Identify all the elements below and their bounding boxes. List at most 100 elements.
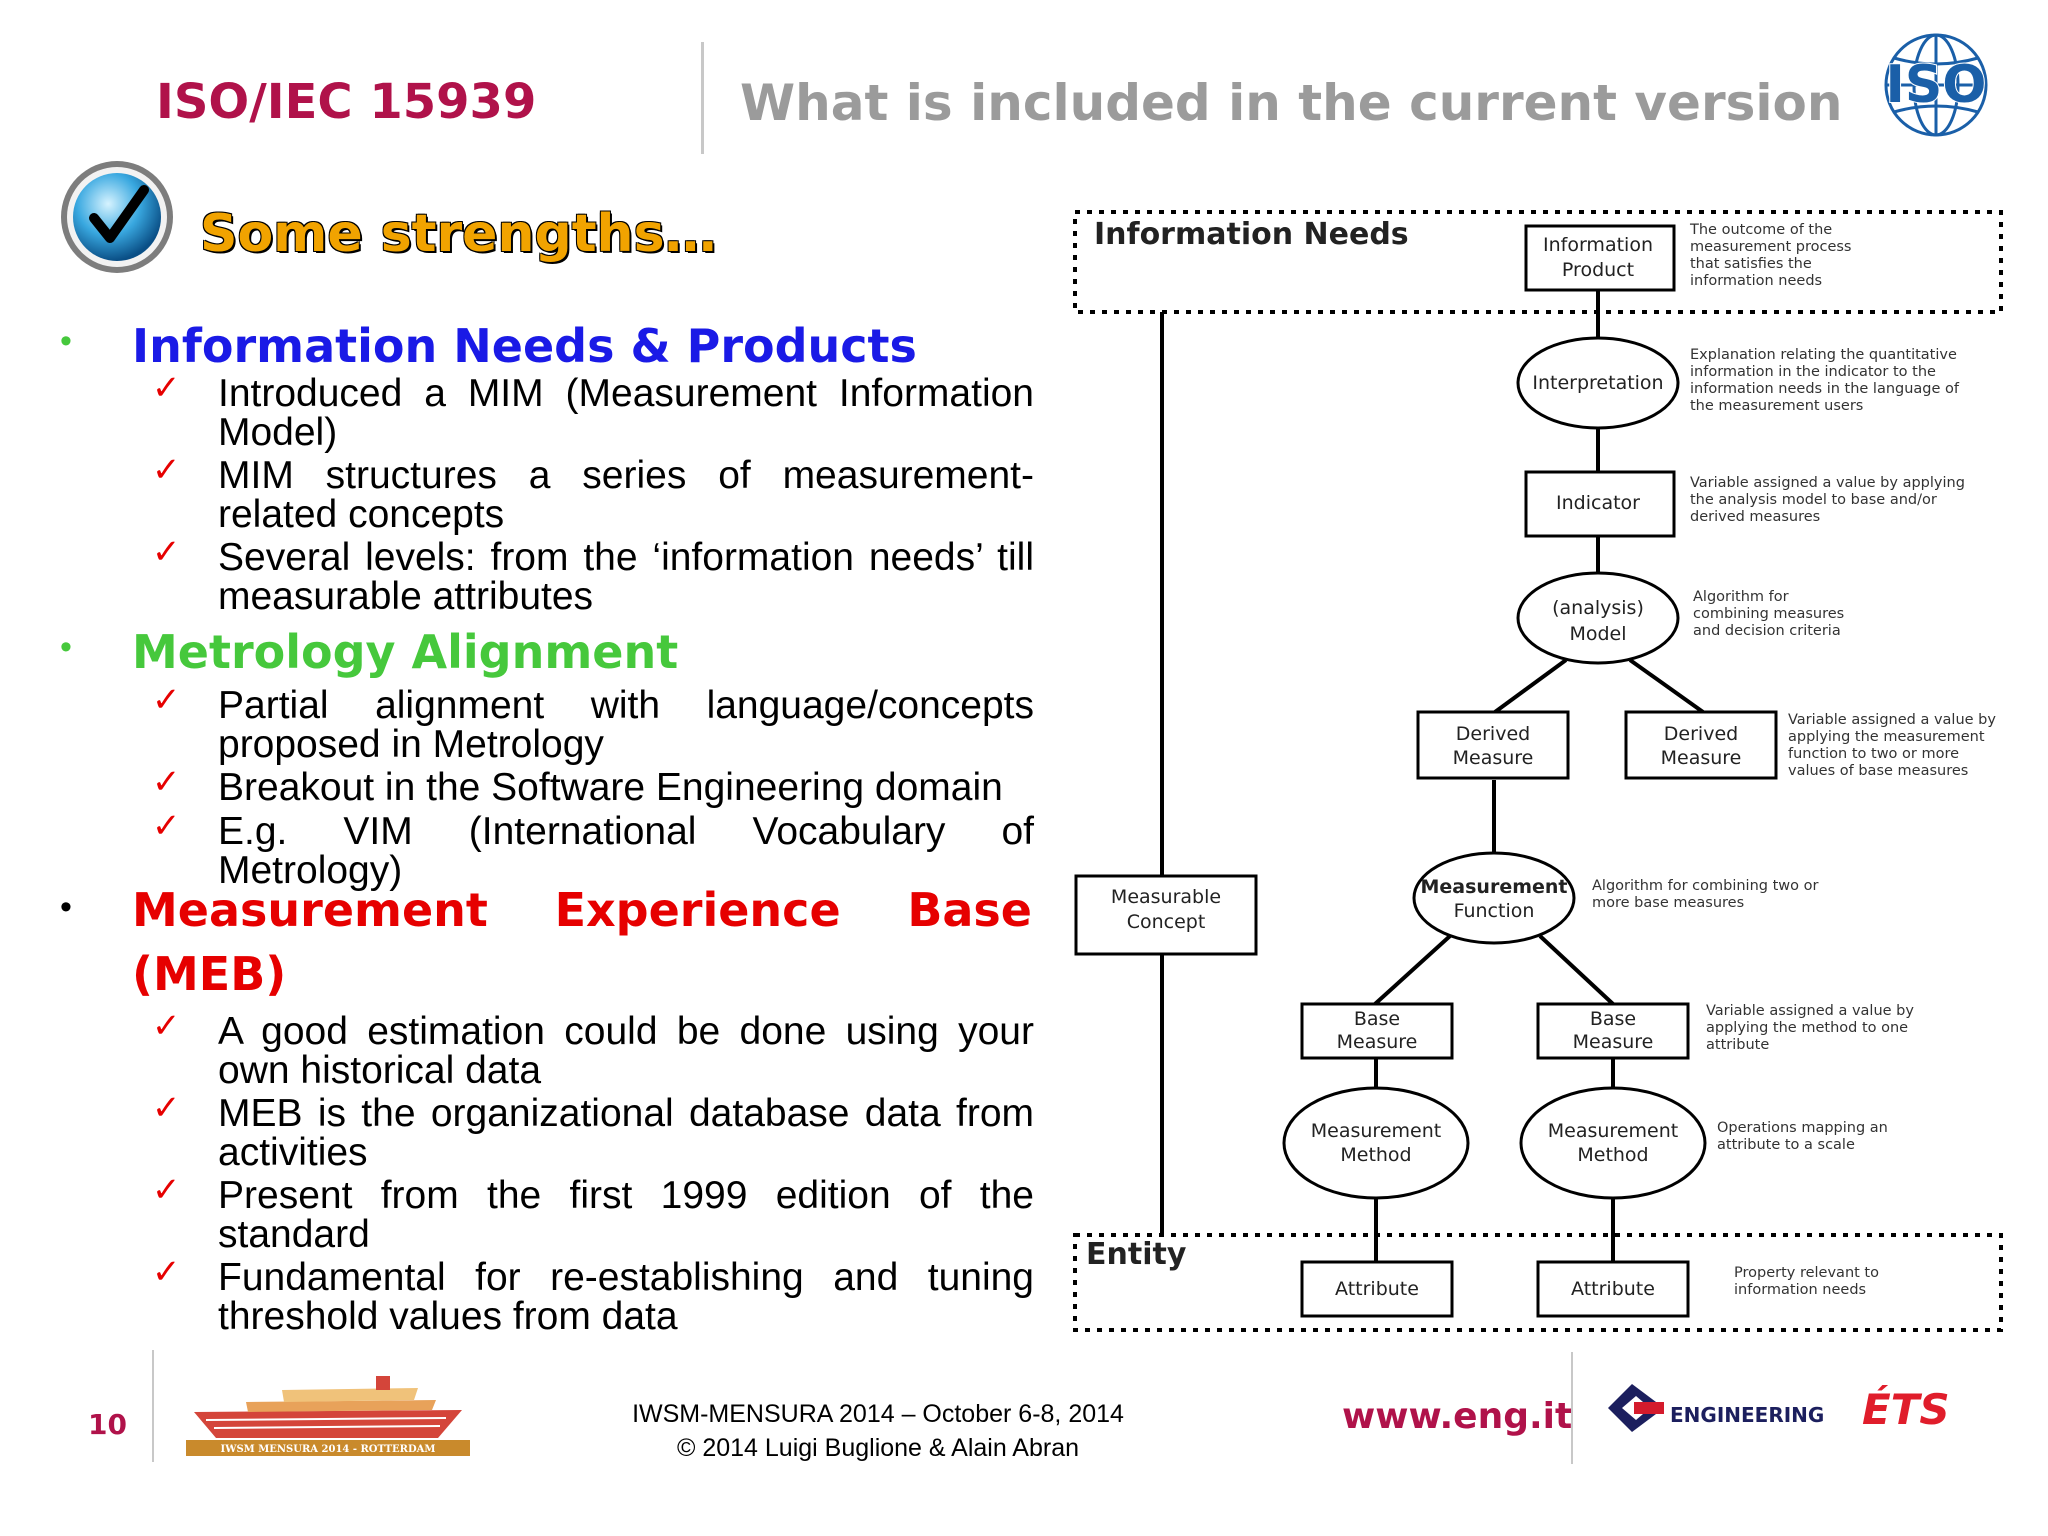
checkmark-icon: ✓ — [152, 1253, 181, 1291]
node-label: (analysis) — [1552, 597, 1644, 619]
indicator-box — [1524, 470, 1676, 538]
website-link[interactable]: www.eng.it — [1342, 1396, 1573, 1437]
base-measure-box — [1300, 1002, 1454, 1060]
list-item: MIM structures a series of measurement-r… — [218, 454, 1034, 536]
bullet-title-word: Base — [907, 883, 1032, 937]
iwsm-mensura-ship-logo: IWSM MENSURA 2014 - ROTTERDAM — [186, 1376, 470, 1456]
attribute-box — [1300, 1260, 1454, 1318]
measurable-concept-box — [1074, 874, 1258, 956]
footer-divider — [152, 1350, 154, 1462]
derived-measure-box — [1624, 710, 1778, 780]
bullet-title-metrology-alignment: Metrology Alignment — [132, 625, 679, 679]
note-line: Explanation relating the quantitative — [1690, 347, 1957, 363]
checkmark-icon: ✓ — [152, 681, 181, 719]
measurement-method-node — [1282, 1086, 1470, 1200]
note-line: Variable assigned a value by — [1788, 712, 1996, 728]
node-label: Base — [1354, 1008, 1400, 1030]
list-item: Introduced a MIM (Measurement Informatio… — [218, 372, 1034, 454]
checkmark-icon: ✓ — [152, 807, 181, 845]
note-line: Algorithm for — [1693, 589, 1789, 605]
node-label: Measurement — [1421, 876, 1568, 898]
bullet-title-meb-line2: (MEB) — [132, 947, 287, 1001]
note-line: the measurement users — [1690, 398, 1863, 414]
node-label: Indicator — [1556, 492, 1640, 514]
entity-label: Entity — [1086, 1237, 1187, 1272]
checkmark-icon: ✓ — [152, 1171, 181, 1209]
note-line: applying the method to one — [1706, 1020, 1908, 1036]
note-line: information needs — [1734, 1282, 1866, 1298]
measurement-function-node — [1412, 851, 1576, 945]
note-line: information needs in the language of — [1690, 381, 1960, 397]
note-line: information needs — [1690, 273, 1822, 289]
bullet-dot: • — [60, 888, 72, 926]
node-label: Attribute — [1335, 1278, 1419, 1300]
checkmark-icon: ✓ — [152, 369, 181, 407]
note-line: attribute — [1706, 1037, 1769, 1053]
interpretation-node — [1516, 336, 1680, 430]
node-label: Concept — [1127, 911, 1206, 933]
node-label: Derived — [1456, 723, 1530, 745]
analysis-model-node — [1516, 571, 1680, 665]
list-item: Fundamental for re-establishing and tuni… — [218, 1256, 1034, 1338]
note-line: combining measures — [1693, 606, 1844, 622]
note-line: Property relevant to — [1734, 1265, 1879, 1281]
slide-title: ISO/IEC 15939 — [156, 74, 537, 130]
checkmark-icon: ✓ — [152, 763, 181, 801]
node-label: Model — [1569, 623, 1626, 645]
list-item: Partial alignment with language/concepts… — [218, 684, 1034, 766]
note-line: measurement process — [1690, 239, 1852, 255]
node-label: Measure — [1453, 747, 1534, 769]
slide-subtitle: What is included in the current version — [740, 74, 1843, 132]
bullet-title-information-needs: Information Needs & Products — [132, 319, 917, 373]
node-label: Attribute — [1571, 1278, 1655, 1300]
section-heading: Some strengths… — [200, 204, 717, 264]
node-label: Measurable — [1111, 886, 1221, 908]
information-needs-region — [1073, 210, 2003, 314]
note-line: The outcome of the — [1689, 222, 1832, 238]
note-line: Algorithm for combining two or — [1592, 878, 1818, 894]
information-needs-label: Information Needs — [1094, 217, 1409, 252]
checkmark-badge-icon — [61, 161, 173, 273]
list-item: MEB is the organizational database data … — [218, 1092, 1034, 1174]
measurement-information-model-diagram: Information Product Interpretation Indic… — [1073, 210, 2003, 1332]
ets-logo-text: ÉTS — [1862, 1384, 1948, 1434]
iso-logo-text: ISO — [1885, 55, 1986, 115]
checkmark-icon: ✓ — [152, 451, 181, 489]
engineering-logo: ENGINEERING — [1608, 1384, 1824, 1432]
note-line: information in the indicator to the — [1690, 364, 1936, 380]
note-line: Variable assigned a value by — [1706, 1003, 1914, 1019]
derived-measure-box — [1416, 710, 1570, 780]
node-label: Function — [1454, 900, 1535, 922]
note-line: Operations mapping an — [1717, 1120, 1888, 1136]
node-label: Information — [1543, 234, 1653, 256]
engineering-logo-text: ENGINEERING — [1670, 1403, 1824, 1427]
bullet-dot: • — [60, 628, 72, 666]
iso-logo: ISO — [1884, 33, 1988, 137]
attribute-box — [1536, 1260, 1690, 1318]
note-line: that satisfies the — [1690, 256, 1812, 272]
node-label: Method — [1340, 1144, 1411, 1166]
note-line: values of base measures — [1788, 763, 1968, 779]
ets-logo: ÉTS — [1862, 1384, 1948, 1434]
node-label: Measurement — [1311, 1120, 1441, 1142]
footer-copyright-line: © 2014 Luigi Buglione & Alain Abran — [676, 1434, 1080, 1462]
note-line: the analysis model to base and/or — [1690, 492, 1937, 508]
footer-event-line: IWSM-MENSURA 2014 – October 6-8, 2014 — [632, 1400, 1124, 1428]
node-label: Measure — [1573, 1031, 1654, 1053]
checkmark-icon: ✓ — [152, 1089, 181, 1127]
node-label: Measure — [1337, 1031, 1418, 1053]
note-line: more base measures — [1592, 895, 1744, 911]
node-label: Product — [1562, 259, 1634, 281]
list-item: A good estimation could be done using yo… — [218, 1010, 1034, 1092]
bullet-dot: • — [60, 322, 72, 360]
page-number: 10 — [88, 1408, 127, 1441]
footer-divider — [1571, 1352, 1573, 1464]
node-label: Base — [1590, 1008, 1636, 1030]
node-label: Method — [1577, 1144, 1648, 1166]
note-line: applying the measurement — [1788, 729, 1985, 745]
checkmark-icon: ✓ — [152, 533, 181, 571]
list-item: E.g. VIM (International Vocabulary of Me… — [218, 810, 1034, 892]
measurement-method-node — [1519, 1086, 1707, 1200]
bullet-title-meb: Measurement Experience Base — [132, 884, 1032, 936]
entity-region — [1073, 1233, 2003, 1332]
